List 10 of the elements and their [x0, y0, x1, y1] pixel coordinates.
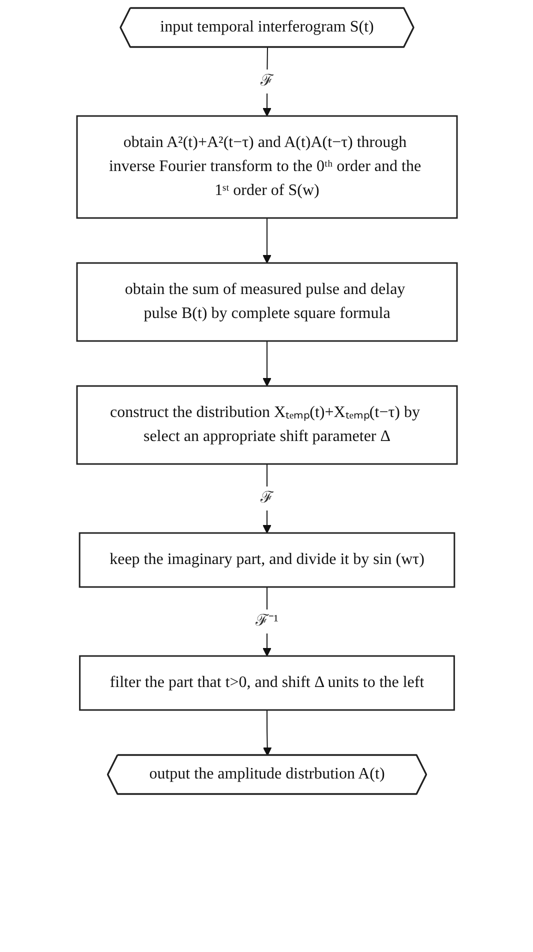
- arrow: [262, 710, 272, 756]
- arrow: [262, 586, 271, 656]
- node-box: obtain A²(t)+A²(t−τ) and A(t)A(t−τ) through inverse Fourier transform to the 0ᵗʰ order and the 1ˢᵗ order of S(w): [76, 115, 458, 219]
- edge-label: ℱ⁻¹: [255, 612, 278, 630]
- node-box: construct the distribution Xₜₑₘₚ(t)+Xₜₑₘₚ(t−τ) by select an appropriate shift parameter Δ: [76, 385, 458, 465]
- arrow: [262, 340, 271, 386]
- node-box: filter the part that t>0, and shift Δ units to the left: [78, 655, 454, 711]
- node-box: keep the imaginary part, and divide it by sin (wτ): [78, 532, 455, 588]
- arrow: [262, 218, 271, 264]
- node-box: obtain the sum of measured pulse and delay pulse B(t) by complete square formula: [76, 262, 458, 342]
